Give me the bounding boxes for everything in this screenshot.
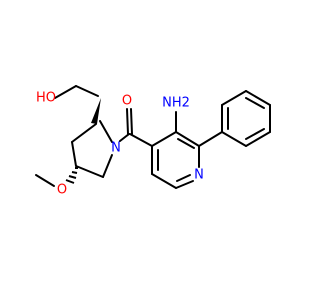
wedge-bond-c2 [91,98,101,124]
bond-c5-n [102,154,113,178]
atom-labels: HO O NH2 N N O [36,91,204,198]
bond-py-c3-c2-inner [177,138,195,149]
bond-py-c6-c5 [151,173,177,189]
bond-py-n-c6-inner [176,174,191,182]
bond-c3-c4 [71,141,77,167]
hydroxyl-label: HO [36,91,56,106]
bond-ph-3-inner [245,97,265,109]
bond-ph-5-inner [245,128,265,140]
hash-bond-c4-o [65,167,78,184]
amino-group-label: NH2 [162,96,190,111]
bond-ph-2 [221,90,247,106]
bond-c2-n [99,120,113,143]
bond-c4-c5 [75,165,104,178]
bond-carbonyl-ring [129,133,153,147]
methoxy-oxygen-label: O [57,183,67,198]
bond-carbonyl-o-2 [130,108,133,135]
bond-c2-c3 [71,123,97,143]
carbonyl-oxygen-label: O [122,94,132,109]
bond-py-phenyl [198,131,223,147]
molecule-structure-diagram: HO O NH2 N N O [35,85,271,198]
pyridine-nitrogen-label: N [194,168,204,183]
bond-ch2-c2 [75,85,99,97]
pyrrolidine-nitrogen-label: N [111,141,121,156]
bond-ph-6 [221,131,247,147]
bond-py-n-c6 [175,180,194,189]
bond-ph-5 [245,131,271,147]
bond-ph-3 [245,90,271,106]
bond-carbonyl-o-1 [126,108,129,135]
bond-py-c4-c3 [151,131,177,147]
bonds [35,85,271,189]
bond-o-ch3 [35,174,55,187]
bond-oh-ch2 [54,85,77,99]
bond-n-carbonyl [119,133,130,142]
bond-py-c3-c2 [175,131,200,147]
